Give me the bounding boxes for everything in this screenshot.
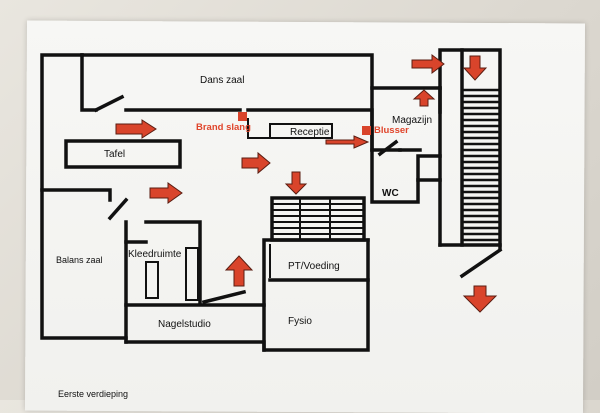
staircase [462, 88, 500, 242]
arrow-outline-right [325, 135, 370, 149]
dans-zaal-wall [80, 53, 98, 112]
blusser-marker [362, 126, 371, 135]
label-magazijn: Magazijn [392, 115, 432, 126]
locker-left [145, 261, 159, 299]
label-dans-zaal: Dans zaal [200, 75, 244, 86]
wc-door [377, 139, 399, 157]
dans-zaal-door [93, 94, 125, 113]
label-fysio: Fysio [288, 316, 312, 327]
label-nagelstudio: Nagelstudio [158, 319, 211, 330]
label-brand-slang: Brand slang [196, 122, 251, 133]
arrow-right [115, 119, 157, 139]
arrow-right [411, 54, 445, 74]
kleedruimte-wall [144, 220, 202, 304]
arrow-up [412, 89, 436, 107]
exit-door [459, 247, 503, 279]
brand-slang-marker [238, 112, 247, 121]
caption-floor: Eerste verdieping [58, 389, 128, 399]
arrow-up [224, 255, 254, 287]
balans-door [107, 197, 129, 221]
balans-zaal-wall [40, 188, 112, 202]
label-kleedruimte: Kleedruimte [128, 249, 182, 260]
label-tafel: Tafel [104, 149, 125, 160]
label-wc: WC [382, 188, 399, 199]
outer-wall [80, 48, 502, 250]
outer-wall-left [40, 53, 128, 340]
label-pt-voeding: PT/Voeding [288, 261, 340, 272]
label-blusser: Blusser [374, 125, 409, 136]
floor-plan: Dans zaal Tafel Receptie Magazijn WC Bal… [40, 48, 503, 399]
tafel-box [64, 139, 182, 169]
arrow-down [462, 285, 498, 313]
label-balans-zaal: Balans zaal [56, 255, 103, 265]
receptie-inner [247, 118, 270, 139]
arrow-right [149, 182, 183, 204]
locker-right [185, 247, 199, 301]
arrow-down [284, 171, 308, 195]
arrow-right [241, 151, 271, 175]
staircase-middle [272, 198, 364, 240]
label-receptie: Receptie [290, 127, 330, 138]
pt-voeding-wall [262, 238, 370, 307]
wc-wall [370, 148, 442, 204]
nagelstudio-door [201, 289, 247, 305]
arrow-down [462, 55, 488, 81]
receptie-desk [269, 123, 333, 139]
